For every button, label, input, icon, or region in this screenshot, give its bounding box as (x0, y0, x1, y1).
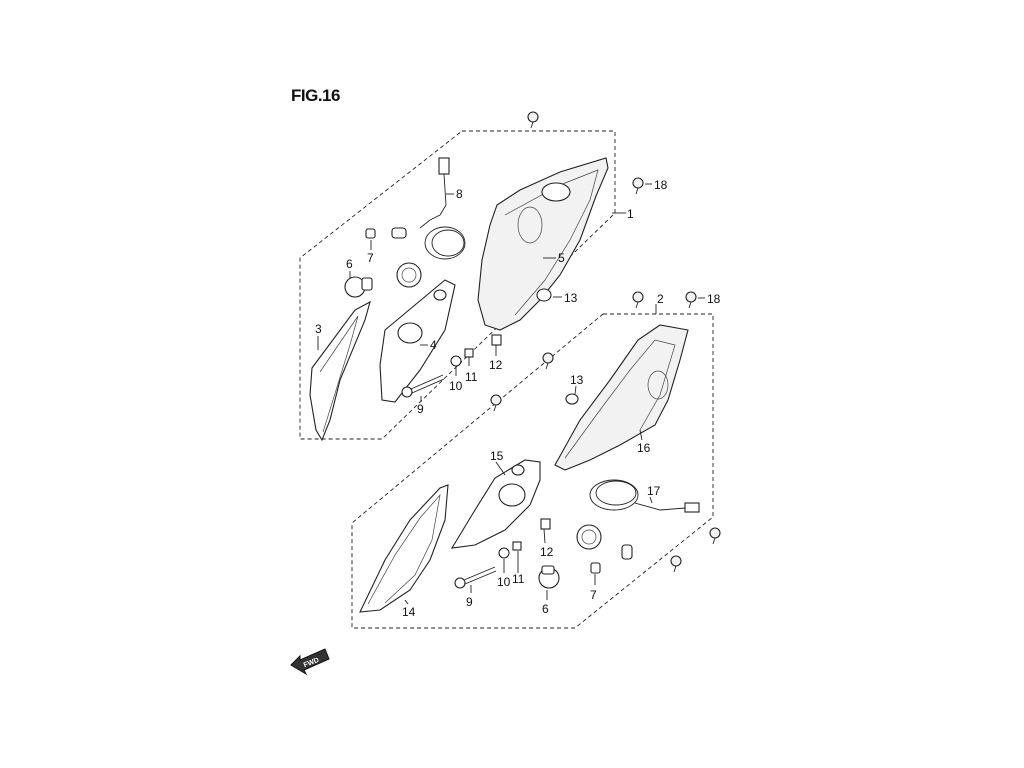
callout-17: 17 (647, 484, 661, 498)
wire-harness-right (391, 157, 466, 288)
lower-assembly-boundary (351, 313, 714, 629)
callout-6-upper: 6 (346, 257, 353, 271)
callout-18-mid: 18 (707, 292, 721, 306)
clip-right (491, 334, 502, 346)
callout-9-upper: 9 (417, 402, 424, 416)
callout-13-lower: 13 (570, 373, 584, 387)
reflector-left (450, 459, 541, 549)
callout-4: 4 (430, 338, 437, 352)
wire-harness-left (576, 479, 700, 560)
washer-right (450, 355, 462, 367)
callout-14: 14 (402, 605, 416, 619)
washer-left (498, 547, 510, 559)
callout-11-lower: 11 (512, 572, 525, 586)
callout-10-lower: 10 (497, 575, 511, 589)
screw-18-left (542, 352, 554, 370)
fwd-direction-badge: FWD (290, 648, 330, 676)
screw-18-lower (490, 394, 502, 412)
turn-signal-lens-left (359, 484, 449, 613)
reflector-right (379, 279, 456, 403)
callout-9-lower: 9 (466, 595, 473, 609)
turn-signal-housing-left (554, 324, 689, 471)
bulb-right (344, 276, 373, 298)
callout-3: 3 (315, 322, 322, 336)
turn-signal-lens-right (309, 300, 371, 442)
callout-1: 1 (627, 207, 634, 221)
callout-11-upper: 11 (465, 370, 478, 384)
socket-right (365, 228, 376, 239)
callout-18-upper: 18 (654, 178, 668, 192)
screw-18-upper (632, 177, 644, 195)
upper-assembly-boundary (299, 130, 616, 440)
grommet-left (565, 393, 579, 405)
callout-15: 15 (490, 449, 504, 463)
screw-18-bottom-right (709, 527, 721, 545)
screw-18-mid2 (685, 291, 697, 309)
screw-right (401, 374, 445, 398)
screw-18-mid (632, 291, 644, 309)
turn-signal-housing-right (477, 157, 609, 331)
callout-12-upper: 12 (489, 358, 503, 372)
socket-left (590, 562, 601, 574)
callout-16: 16 (637, 441, 651, 455)
screw-left (454, 566, 497, 589)
clip-left (540, 518, 551, 530)
screw-18-top (527, 111, 539, 129)
callout-12-lower: 12 (540, 545, 554, 559)
callout-5: 5 (558, 251, 565, 265)
screw-18-bottom-left (670, 555, 682, 573)
bulb-left (538, 565, 560, 589)
grommet-right (536, 288, 552, 302)
callout-6-lower: 6 (542, 602, 549, 616)
callout-8: 8 (456, 187, 463, 201)
callout-2: 2 (657, 292, 664, 306)
callout-labels: 1 2 3 4 5 6 7 8 9 10 11 12 13 18 18 13 1… (315, 178, 721, 619)
figure-title: FIG.16 (291, 86, 340, 105)
leader-lines (317, 183, 705, 605)
callout-7-upper: 7 (367, 251, 374, 265)
callout-10-upper: 10 (449, 379, 463, 393)
callout-7-lower: 7 (590, 588, 597, 602)
callout-13-upper: 13 (564, 291, 578, 305)
nut-right (464, 348, 474, 358)
nut-left (512, 541, 522, 551)
